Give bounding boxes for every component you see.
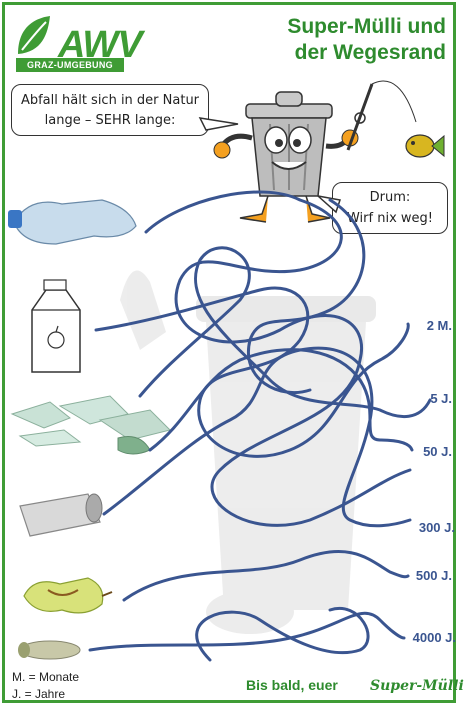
apple-core-icon	[23, 577, 113, 614]
advice-speech-bubble: Drum: Wirf nix weg!	[332, 182, 448, 234]
tin-can-icon	[19, 493, 103, 537]
maze-path-3	[138, 246, 432, 419]
duration-label: 2 M.	[426, 318, 452, 333]
maze-path-6	[122, 550, 410, 602]
legend-months: M. = Monate	[12, 670, 80, 684]
maze-path-4	[148, 348, 414, 452]
maze-path-9	[246, 198, 366, 395]
maze-paths	[88, 190, 432, 662]
cigarette-butt-icon	[18, 640, 81, 660]
title-line-1: Super-Mülli und	[287, 15, 446, 38]
duration-label: 50 J.	[423, 444, 452, 459]
duration-label: 5 J.	[430, 391, 452, 406]
plastic-bottle-icon	[8, 199, 137, 245]
intro-line-1: Abfall hält sich in der Natur	[20, 93, 200, 108]
footer-greeting: Bis bald, euer	[246, 677, 338, 693]
advice-line-2: Wirf nix weg!	[346, 211, 433, 226]
intro-speech-bubble: Abfall hält sich in der Natur lange – SE…	[11, 84, 209, 136]
broken-glass-icon	[10, 395, 171, 455]
maze-path-1	[144, 190, 412, 527]
fishing-rod-icon	[346, 83, 374, 151]
title-line-2: der Wegesrand	[294, 41, 446, 64]
intro-line-2: lange – SEHR lange:	[44, 113, 176, 128]
maze-path-5	[102, 346, 412, 528]
intro-bubble-tail	[198, 117, 239, 131]
logo-region: GRAZ-UMGEBUNG	[16, 58, 124, 72]
advice-line-1: Drum:	[369, 190, 411, 205]
footer-signature: Super-Mülli	[370, 678, 464, 694]
duration-label: 500 J.	[415, 568, 452, 583]
duration-label: 4000 J.	[412, 630, 456, 645]
milk-carton-icon	[31, 279, 81, 373]
faded-mascot-background	[120, 270, 376, 634]
duration-label: 300 J.	[418, 520, 455, 535]
leaf-icon	[18, 16, 50, 54]
legend-years: J. = Jahre	[12, 687, 66, 701]
maze-path-7	[88, 611, 406, 652]
fish-icon	[405, 134, 445, 158]
green-frame	[2, 2, 456, 703]
page-title: Super-Mülli und der Wegesrand	[246, 14, 446, 66]
maze-path-8	[195, 606, 370, 662]
super-muelli-mascot	[213, 80, 417, 223]
